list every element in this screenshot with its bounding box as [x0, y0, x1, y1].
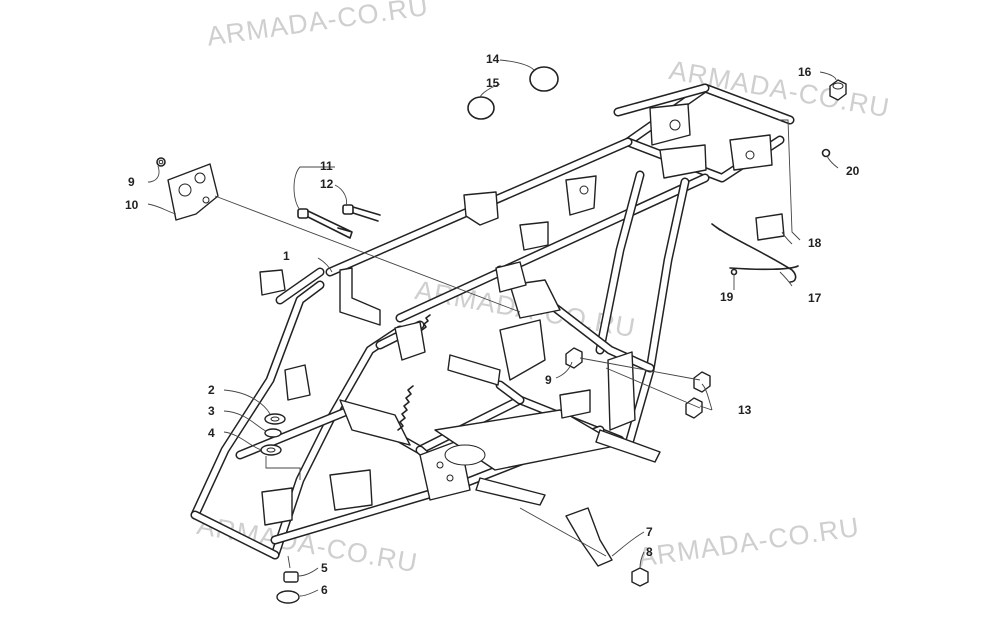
callout-8: 8 — [646, 545, 653, 559]
frame-brackets — [259, 103, 773, 526]
part-2-washer — [264, 413, 286, 425]
callout-1: 1 — [283, 249, 290, 263]
part-9-bolt-left — [156, 157, 166, 167]
callout-2: 2 — [208, 383, 215, 397]
callout-16: 16 — [798, 65, 812, 79]
callout-3: 3 — [208, 404, 215, 418]
callout-20: 20 — [846, 164, 860, 178]
callout-18: 18 — [808, 236, 822, 250]
part-5-bushing — [283, 571, 299, 583]
callout-12: 12 — [320, 177, 334, 191]
part-10-bracket — [167, 163, 219, 221]
part-4-washer — [260, 444, 282, 456]
callout-5: 5 — [321, 561, 328, 575]
leader-lines — [147, 59, 839, 597]
callout-15: 15 — [486, 76, 500, 90]
part-11-bolt — [297, 208, 353, 239]
callout-9-left: 9 — [128, 175, 135, 189]
callout-10: 10 — [125, 198, 139, 212]
part-3-washer — [264, 428, 282, 438]
part-16-nut — [829, 79, 847, 101]
springs — [397, 314, 431, 431]
part-12-bolt — [342, 204, 381, 222]
callout-11: 11 — [320, 159, 333, 173]
callout-19: 19 — [720, 290, 734, 304]
part-6-washer — [276, 590, 300, 604]
callout-13: 13 — [738, 403, 752, 417]
callout-14: 14 — [486, 52, 500, 66]
callout-7: 7 — [646, 525, 653, 539]
callout-9-center: 9 — [545, 373, 552, 387]
callout-17: 17 — [808, 291, 822, 305]
part-18-reflector — [755, 213, 785, 241]
part-9-nut-center — [565, 347, 583, 369]
callout-4: 4 — [208, 426, 215, 440]
part-8-bolt — [631, 567, 649, 587]
part-20-nut — [821, 148, 831, 158]
part-7-bracket — [565, 507, 613, 567]
part-17-bracket — [711, 223, 799, 283]
part-13-nuts — [685, 371, 711, 419]
part-15-clamp — [467, 96, 495, 120]
callout-6: 6 — [321, 583, 328, 597]
part-14-clamp — [529, 66, 559, 92]
part-19-screw — [730, 268, 738, 276]
